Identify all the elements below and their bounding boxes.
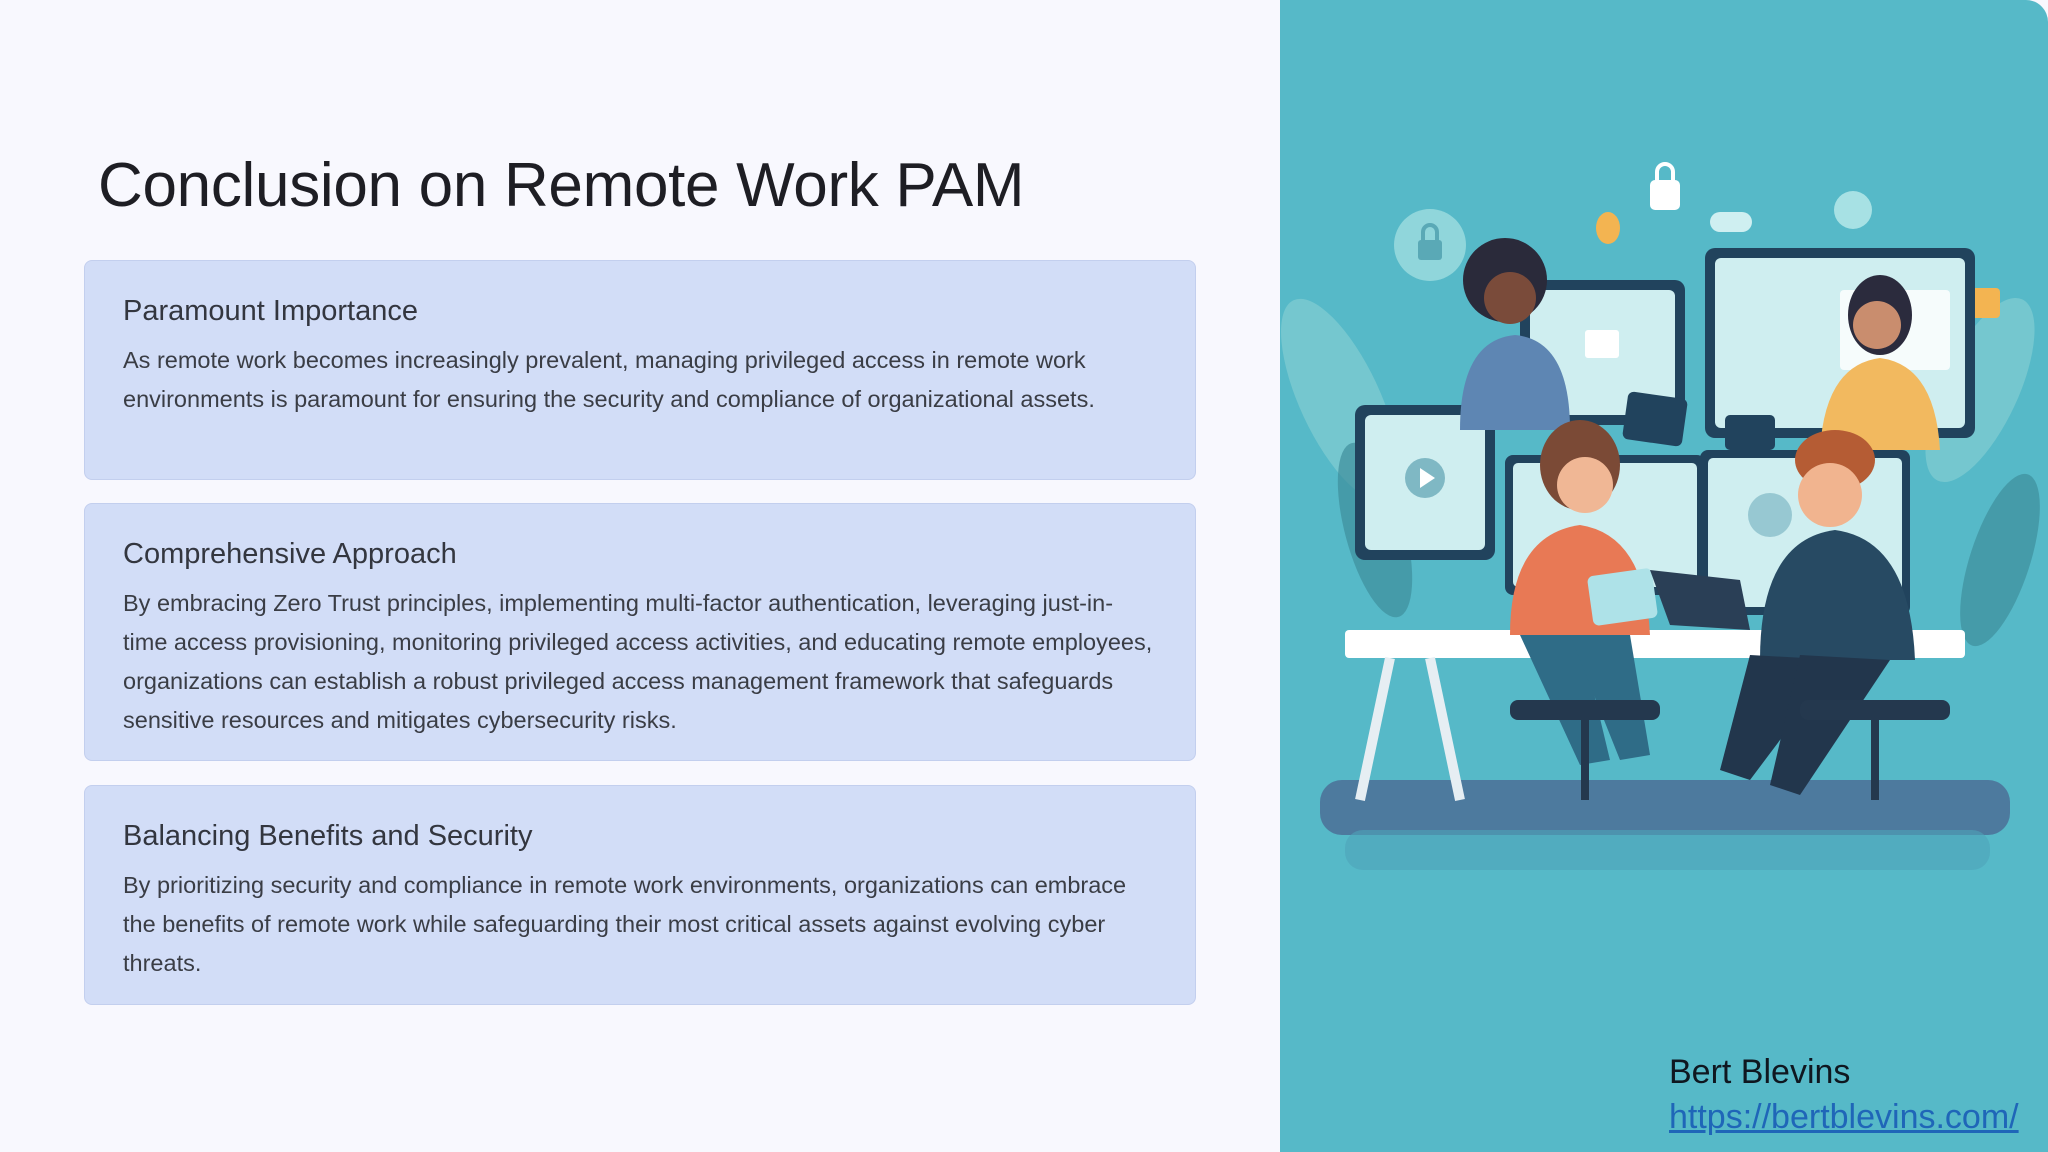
section-body: By embracing Zero Trust principles, impl… bbox=[123, 590, 1153, 733]
section-body: As remote work becomes increasingly prev… bbox=[123, 347, 1095, 412]
section-heading: Balancing Benefits and Security bbox=[123, 820, 533, 852]
author-website-link[interactable]: https://bertblevins.com/ bbox=[1669, 1098, 2019, 1136]
section-body: By prioritizing security and compliance … bbox=[123, 872, 1127, 976]
slide-content: Conclusion on Remote Work PAM Paramount … bbox=[84, 151, 1196, 1005]
section-card-comprehensive-approach: Comprehensive Approach By embracing Zero… bbox=[84, 503, 1196, 761]
section-heading: Paramount Importance bbox=[123, 295, 418, 327]
author-name: Bert Blevins bbox=[1669, 1053, 1851, 1091]
padlock-icon bbox=[1650, 180, 1680, 210]
slide-title: Conclusion on Remote Work PAM bbox=[98, 151, 1025, 220]
section-card-paramount-importance: Paramount Importance As remote work beco… bbox=[84, 260, 1196, 480]
remote-team-illustration bbox=[1281, 162, 2040, 870]
section-card-balancing-benefits: Balancing Benefits and Security By prior… bbox=[84, 785, 1196, 1005]
illustration-panel bbox=[1280, 0, 2048, 1152]
section-heading: Comprehensive Approach bbox=[123, 538, 457, 570]
